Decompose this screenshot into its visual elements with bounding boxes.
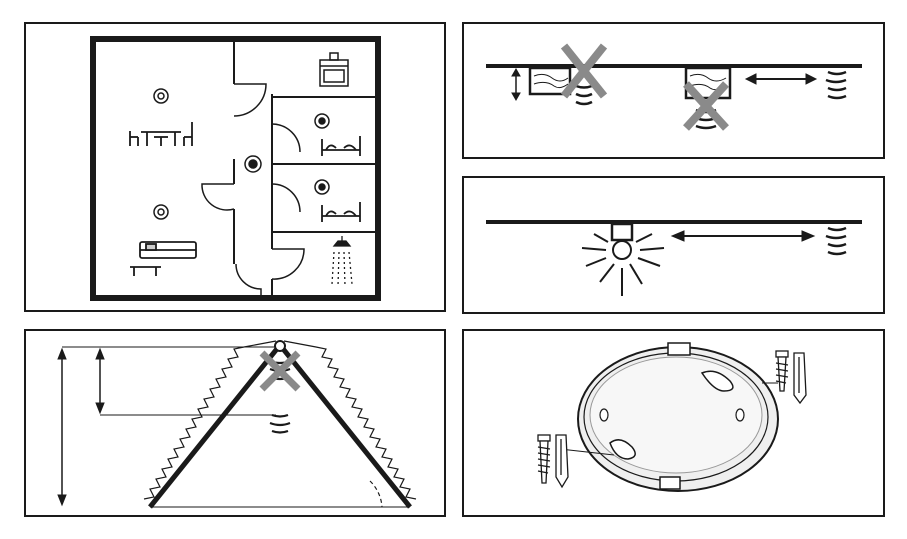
mounting-panel	[462, 329, 885, 517]
pitched-roof-panel	[24, 329, 446, 517]
outer-wall	[93, 39, 378, 298]
double-arrow-icon	[746, 74, 816, 84]
stove-icon	[320, 53, 348, 86]
screw-icon	[538, 435, 550, 483]
beam-placement	[464, 24, 885, 159]
prohibited-x-icon	[262, 353, 298, 389]
smoke-detector-icon	[826, 228, 846, 254]
light-distance-panel	[462, 176, 885, 314]
smoke-detector-icon	[826, 72, 846, 98]
smoke-detector-icon	[245, 156, 261, 172]
pitched-roof	[26, 331, 446, 517]
wall-plug-icon	[794, 353, 806, 403]
dimension-arrow-icon	[512, 69, 520, 100]
smoke-detector-icon	[315, 114, 329, 128]
floor-plan-panel	[24, 22, 446, 312]
smoke-detector-icon	[315, 180, 329, 194]
mounting-plate-icon	[578, 343, 778, 491]
dining-table-icon	[130, 122, 192, 146]
double-arrow-icon	[672, 231, 814, 241]
sofa-icon	[130, 242, 196, 276]
smoke-detector-icon	[154, 89, 168, 103]
shower-icon	[332, 236, 352, 286]
dimension-arrow-icon	[96, 349, 104, 413]
smoke-detector-icon	[154, 205, 168, 219]
bed-icon	[322, 202, 360, 222]
beam-placement-panel	[462, 22, 885, 159]
wall-plug-icon	[556, 435, 568, 487]
dimension-arrow-icon	[58, 349, 66, 505]
smoke-detector-icon	[270, 415, 290, 433]
bed-icon	[322, 136, 360, 156]
mounting	[464, 331, 885, 517]
smoke-detector-icon	[576, 86, 592, 104]
ceiling-light-icon	[582, 224, 664, 296]
screw-icon	[776, 351, 788, 391]
light-distance	[464, 178, 885, 314]
floor-plan	[26, 24, 446, 312]
